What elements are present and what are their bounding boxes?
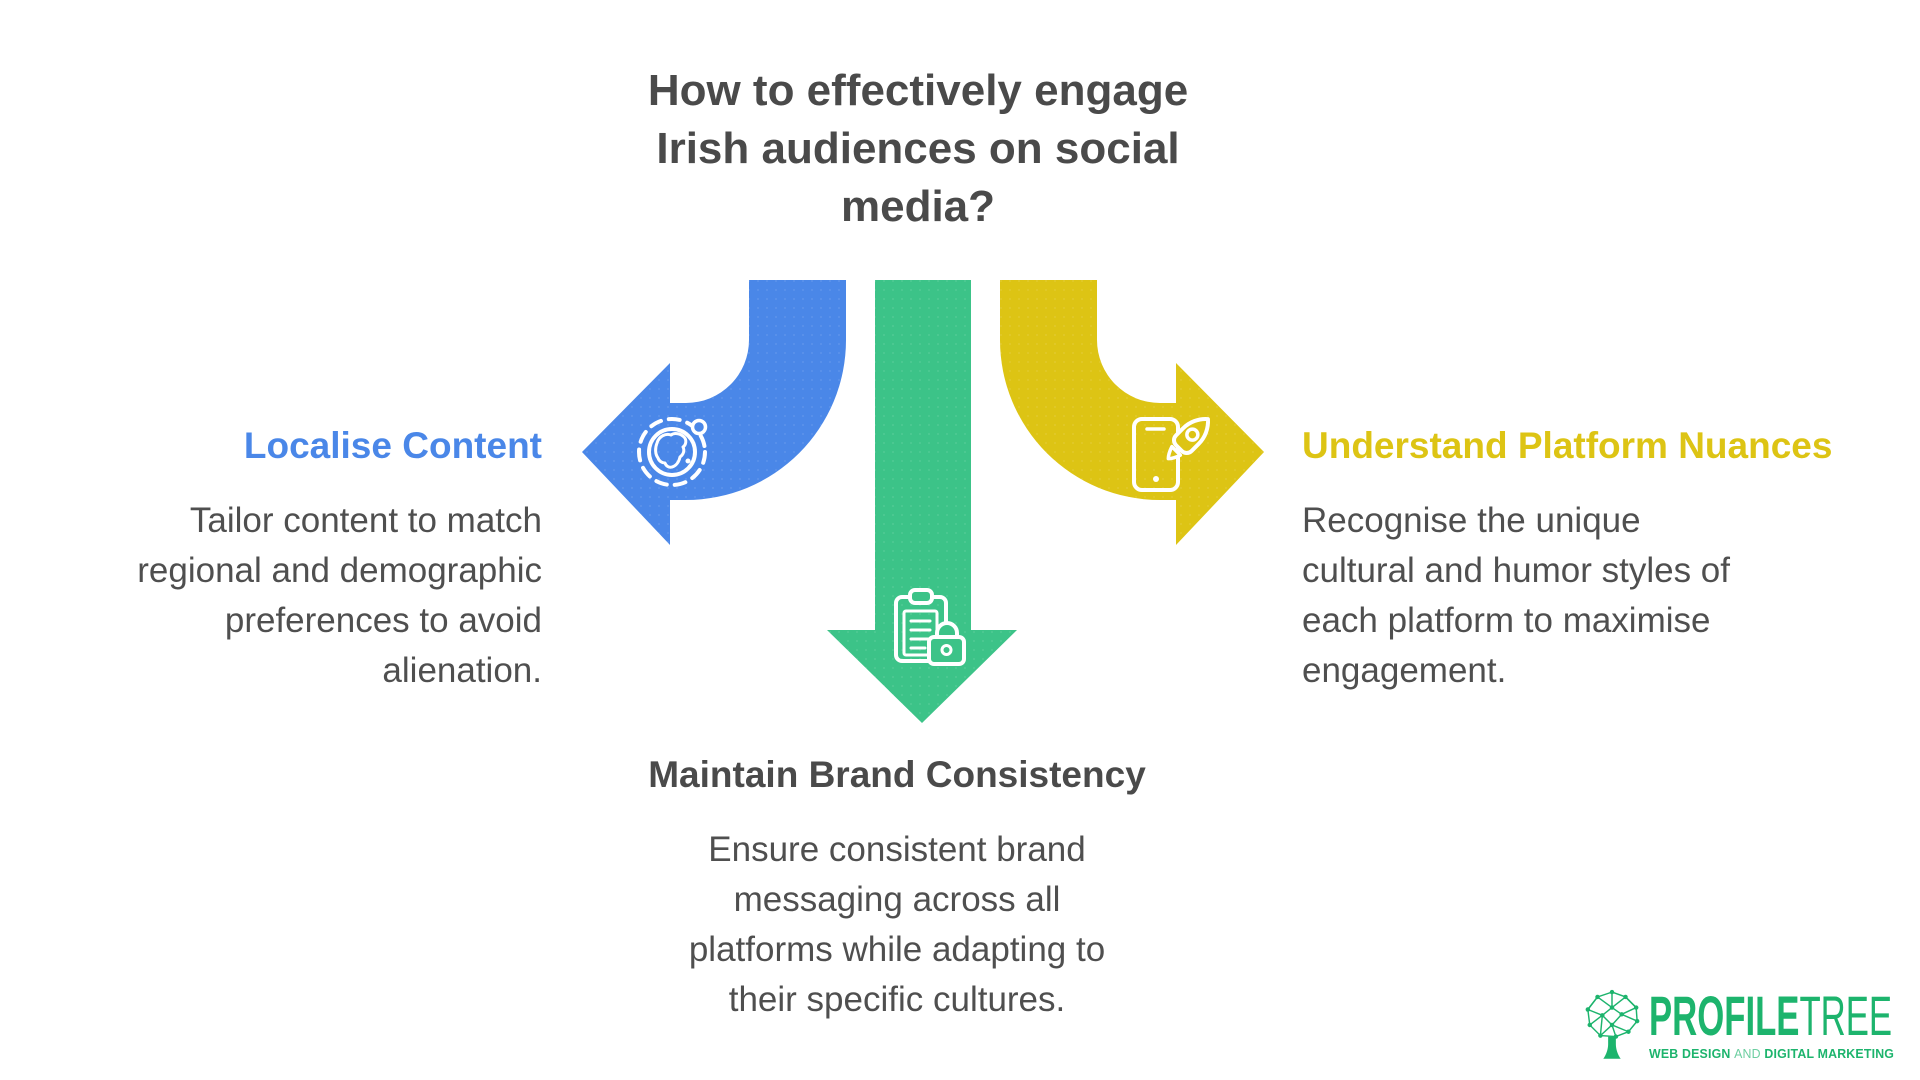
globe-icon [637, 417, 708, 487]
page-title: How to effectively engage Irish audience… [647, 66, 1189, 231]
profiletree-logo: PROFILETREE WEB DESIGN AND DIGITAL MARKE… [1583, 988, 1920, 1061]
blue-arrow [582, 280, 846, 545]
yellow-arrow [1000, 280, 1264, 545]
clipboard-lock-icon [894, 588, 966, 666]
localise-content-heading: Localise Content [243, 425, 542, 466]
logo-wordmark-profile: PROFILE [1649, 984, 1800, 1047]
section-localise-content: Localise Content Tailor content to match… [2, 424, 542, 696]
phone-rocket-icon [1132, 417, 1210, 492]
logo-wordmark-tree: TREE [1799, 984, 1893, 1047]
logo-tagline: WEB DESIGN AND DIGITAL MARKETING [1649, 1046, 1895, 1061]
brand-consistency-heading: Maintain Brand Consistency [648, 754, 1146, 795]
logo-wordmark: PROFILETREE [1649, 988, 1892, 1044]
localise-content-body: Tailor content to match regional and dem… [137, 501, 542, 690]
profiletree-tree-icon [1585, 989, 1640, 1059]
brand-consistency-body: Ensure consistent brand messaging across… [688, 830, 1106, 1019]
green-arrow [827, 280, 1017, 723]
section-platform-nuances: Understand Platform Nuances Recognise th… [1302, 424, 1862, 696]
platform-nuances-heading: Understand Platform Nuances [1302, 425, 1833, 466]
platform-nuances-body: Recognise the unique cultural and humor … [1302, 501, 1730, 690]
section-brand-consistency: Maintain Brand Consistency Ensure consis… [597, 753, 1197, 1025]
